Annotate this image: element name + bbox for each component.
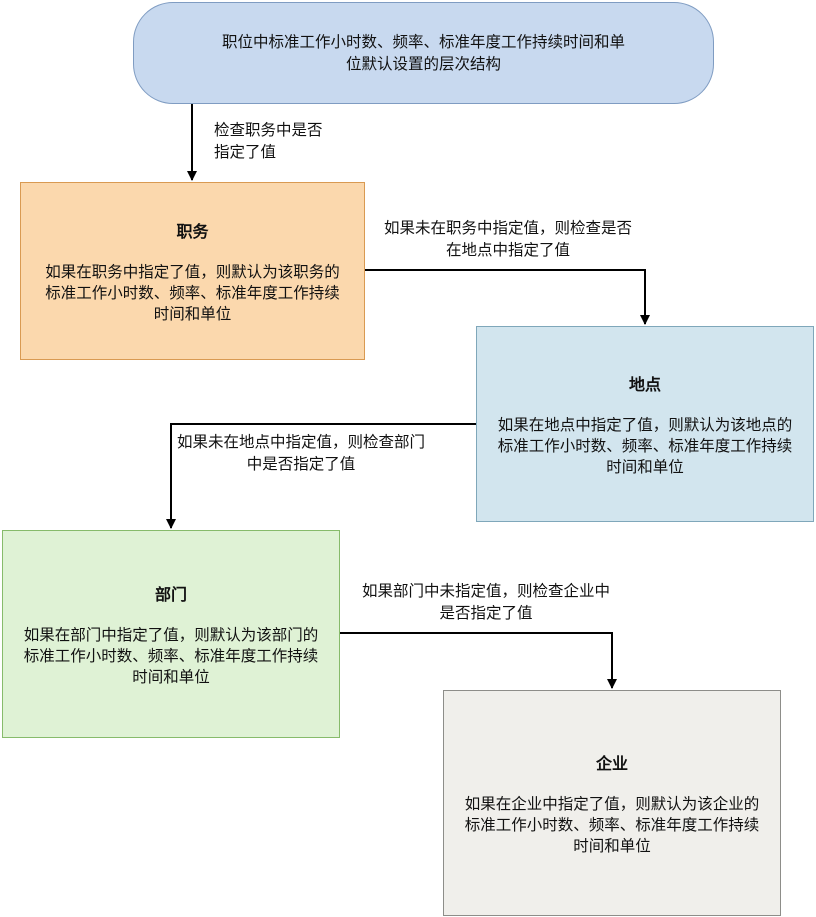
edge-label-department-to-enterprise: 如果部门中未指定值，则检查企业中是否指定了值 xyxy=(361,582,610,622)
job-node: 职务 如果在职务中指定了值，则默认为该职务的标准工作小时数、频率、标准年度工作持… xyxy=(20,182,365,360)
arrow-location-to-department xyxy=(166,423,476,529)
department-title: 部门 xyxy=(154,584,187,604)
arrow-job-to-location xyxy=(365,269,650,325)
job-title: 职务 xyxy=(176,221,209,241)
hierarchy-title-text: 职位中标准工作小时数、频率、标准年度工作持续时间和单位默认设置的层次结构 xyxy=(221,33,625,73)
edge-label-location-to-department: 如果未在地点中指定值，则检查部门中是否指定了值 xyxy=(176,433,425,473)
location-body: 如果在地点中指定了值，则默认为该地点的标准工作小时数、频率、标准年度工作持续时间… xyxy=(497,415,793,476)
department-body: 如果在部门中指定了值，则默认为该部门的标准工作小时数、频率、标准年度工作持续时间… xyxy=(23,625,319,686)
job-body: 如果在职务中指定了值，则默认为该职务的标准工作小时数、频率、标准年度工作持续时间… xyxy=(45,262,340,323)
department-node: 部门 如果在部门中指定了值，则默认为该部门的标准工作小时数、频率、标准年度工作持… xyxy=(2,530,340,738)
enterprise-title: 企业 xyxy=(595,753,628,773)
location-node: 地点 如果在地点中指定了值，则默认为该地点的标准工作小时数、频率、标准年度工作持… xyxy=(476,326,814,522)
arrow-department-to-enterprise xyxy=(340,632,617,689)
enterprise-node: 企业 如果在企业中指定了值，则默认为该企业的标准工作小时数、频率、标准年度工作持… xyxy=(443,690,781,916)
enterprise-body: 如果在企业中指定了值，则默认为该企业的标准工作小时数、频率、标准年度工作持续时间… xyxy=(464,794,760,855)
edge-label-top-to-job: 检查职务中是否指定了值 xyxy=(214,121,323,161)
location-title: 地点 xyxy=(628,374,661,394)
hierarchy-title-node: 职位中标准工作小时数、频率、标准年度工作持续时间和单位默认设置的层次结构 xyxy=(133,2,714,104)
edge-label-job-to-location: 如果未在职务中指定值，则检查是否在地点中指定了值 xyxy=(383,219,632,259)
